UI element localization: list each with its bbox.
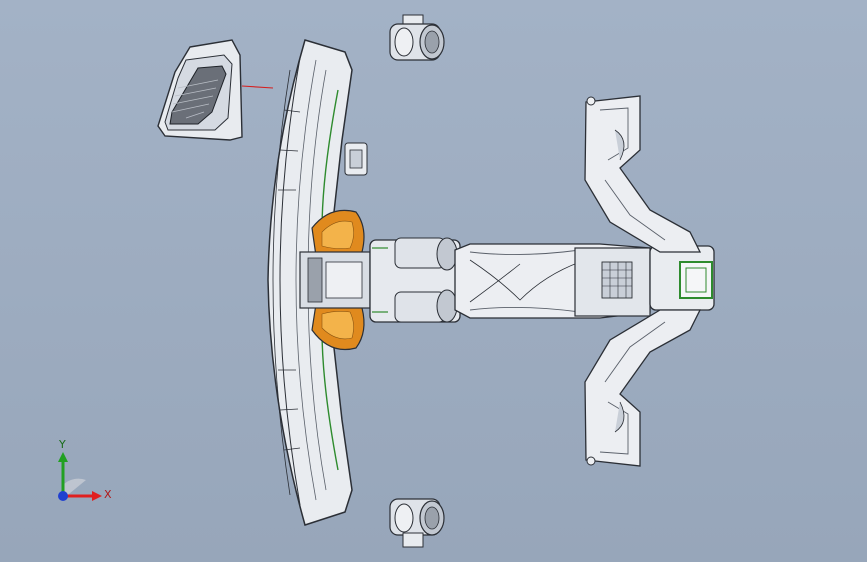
center-orange-housing[interactable]	[299, 209, 371, 351]
upper-rear-s-duct[interactable]	[584, 95, 702, 253]
side-vent-grille[interactable]	[157, 39, 274, 141]
coordinate-triad: Y X	[46, 438, 118, 510]
x-axis-label: X	[104, 488, 112, 501]
top-air-nozzle[interactable]	[389, 14, 445, 61]
twin-distribution-hub[interactable]	[369, 237, 461, 323]
bottom-air-nozzle[interactable]	[389, 498, 445, 548]
rear-distribution-box[interactable]	[574, 245, 715, 317]
lower-rear-s-duct[interactable]	[584, 309, 702, 467]
y-axis-label: Y	[59, 438, 66, 451]
